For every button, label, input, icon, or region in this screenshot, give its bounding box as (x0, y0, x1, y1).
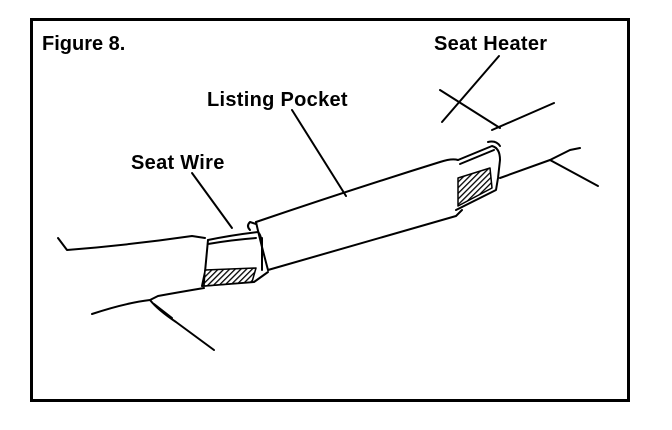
lower-left-fabric (91, 287, 205, 315)
leader-seat-heater (441, 55, 500, 123)
leader-listing-pocket (291, 109, 347, 197)
figure-label: Figure 8. (42, 33, 126, 55)
heater-pad-edge (549, 159, 599, 187)
label-seat-heater: Seat Heater (434, 33, 548, 55)
upper-left-fabric (57, 235, 206, 251)
leader-seat-wire (191, 172, 233, 229)
heater-pad-corner (439, 89, 501, 129)
label-listing-pocket: Listing Pocket (207, 89, 348, 111)
label-seat-wire: Seat Wire (131, 152, 225, 174)
left-clip (201, 231, 269, 287)
listing-pocket (247, 158, 463, 271)
figure-frame (30, 18, 630, 402)
right-clip (455, 140, 501, 211)
fold-edge (149, 299, 215, 351)
heater-pad-top (491, 102, 555, 131)
heater-pad-bottom (499, 147, 581, 179)
fold-edge-inner (153, 303, 173, 319)
